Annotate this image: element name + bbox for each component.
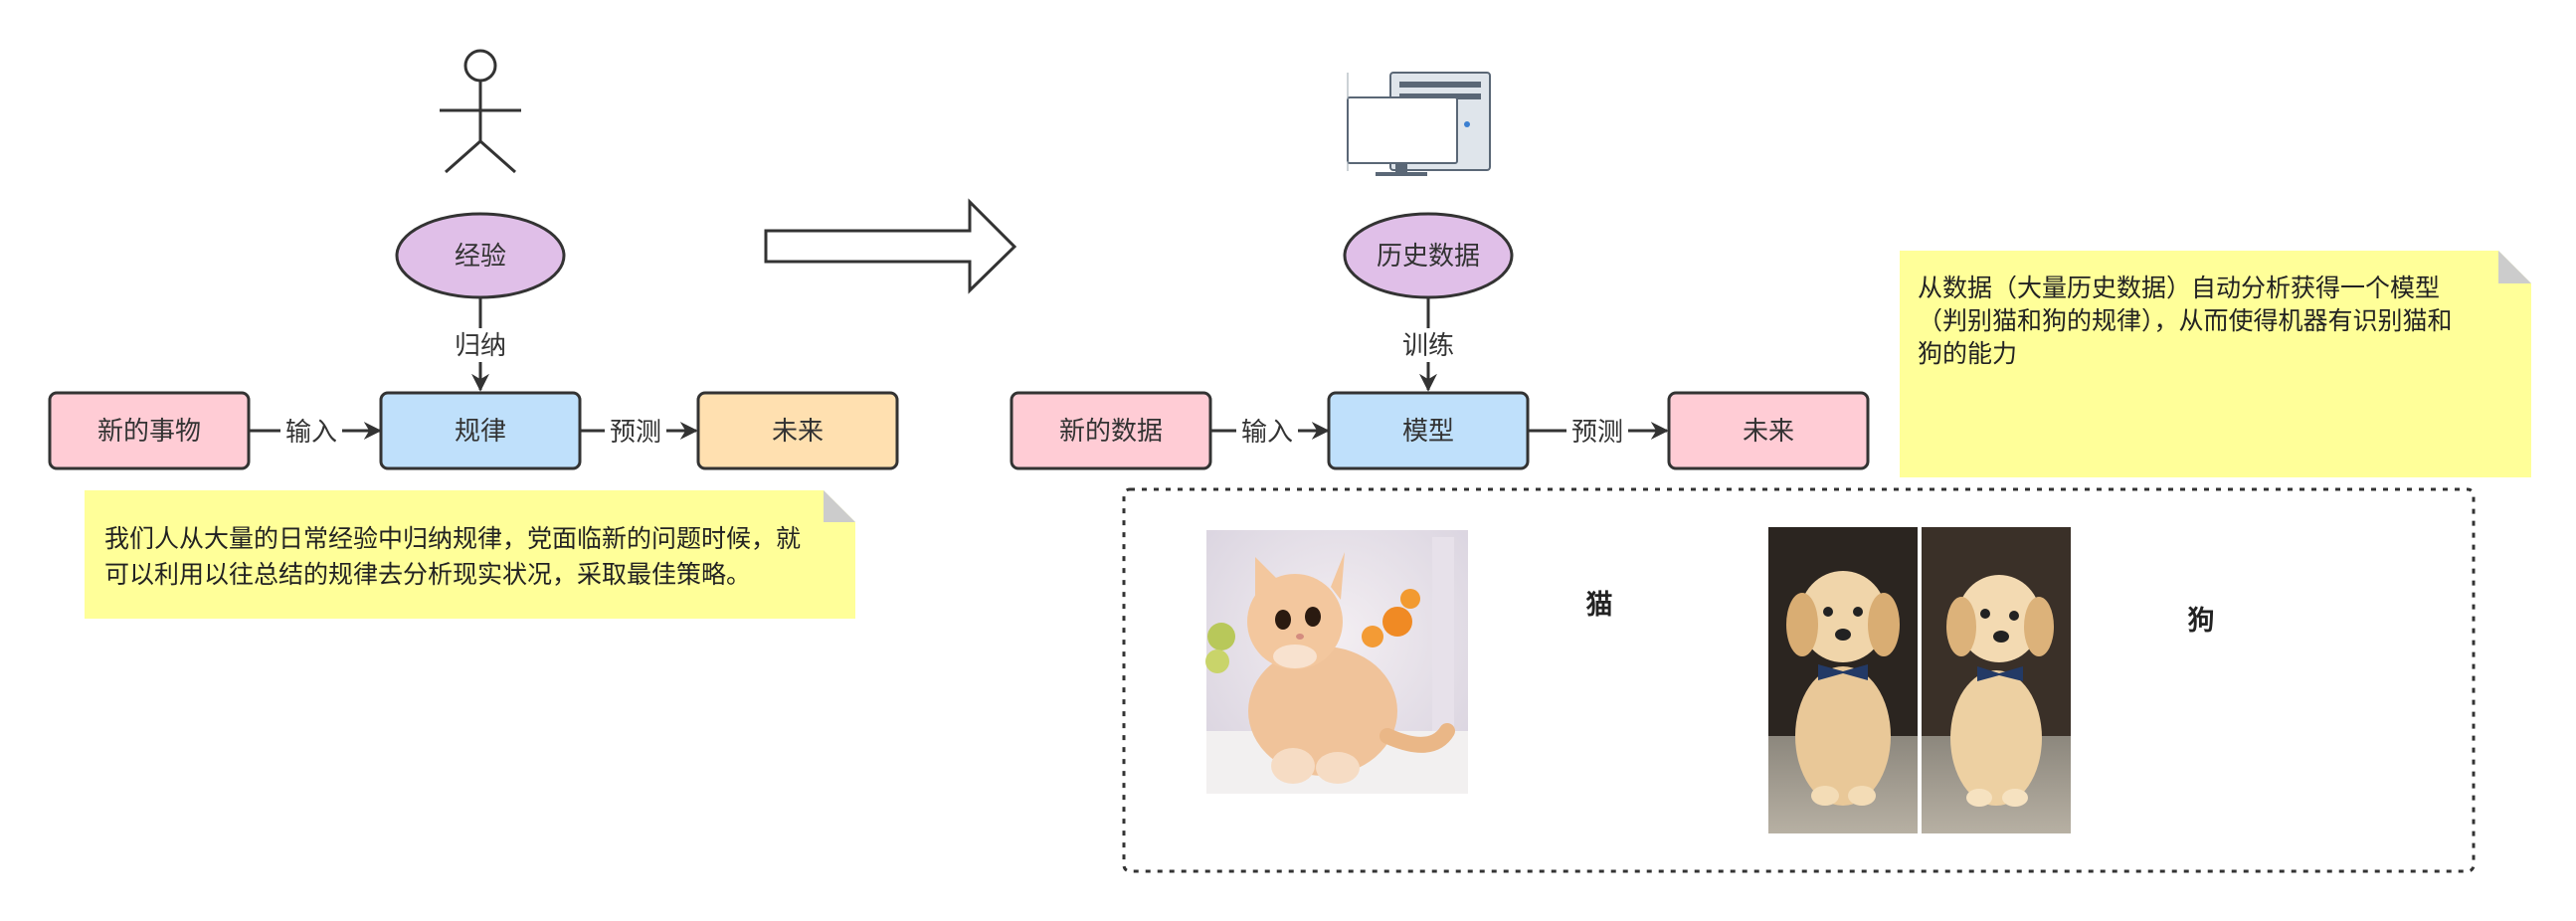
node-new-thing-label: 新的事物 — [97, 417, 201, 447]
node-rule[interactable]: 规律 — [379, 391, 582, 470]
node-new-data-label: 新的数据 — [1059, 417, 1163, 447]
svg-text:从数据（大量历史数据）自动分析获得一个模型 （判: 从数据（大量历史数据）自动分析获得一个模型 （判别猫和狗的规律），从而使得机器有… — [1918, 274, 2460, 368]
stick-figure-icon — [440, 49, 521, 174]
transition-arrow-icon — [764, 198, 1017, 294]
dog-image — [1768, 527, 2071, 833]
edge-induce: 归纳 — [448, 297, 513, 392]
node-new-thing[interactable]: 新的事物 — [48, 391, 251, 470]
edge-input-right-label: 输入 — [1241, 418, 1293, 448]
edge-predict-right-label: 预测 — [1571, 418, 1623, 448]
edge-input-right: 输入 — [1210, 414, 1330, 448]
node-new-data[interactable]: 新的数据 — [1010, 391, 1212, 470]
node-future-right[interactable]: 未来 — [1667, 391, 1870, 470]
edge-train-label: 训练 — [1402, 331, 1454, 361]
edge-input-left-label: 输入 — [285, 418, 337, 448]
edge-predict-left-label: 预测 — [610, 418, 661, 448]
svg-text:我们人从大量的日常经验中归纳规律，党面临新的问题时候，就: 我们人从大量的日常经验中归纳规律，党面临新的问题时候，就 可以利用以往总结的规律… — [104, 524, 809, 589]
node-history-data[interactable]: 历史数据 — [1343, 212, 1514, 299]
node-future-left[interactable]: 未来 — [696, 391, 899, 470]
edge-input-left: 输入 — [249, 414, 382, 448]
node-experience[interactable]: 经验 — [395, 212, 566, 299]
computer-icon — [1347, 72, 1491, 176]
cat-image — [1205, 530, 1468, 794]
node-rule-label: 规律 — [455, 417, 506, 447]
note-right-line-3: 狗的能力 — [1918, 339, 2017, 368]
note-right-line-1: 从数据（大量历史数据）自动分析获得一个模型 — [1918, 274, 2440, 302]
cat-label: 猫 — [1586, 590, 1613, 621]
note-left-line-2: 可以利用以往总结的规律去分析现实状况，采取最佳策略。 — [104, 560, 751, 589]
node-future-right-label: 未来 — [1743, 417, 1794, 447]
edge-train: 训练 — [1395, 297, 1461, 392]
node-future-left-label: 未来 — [772, 417, 824, 447]
edge-predict-left: 预测 — [580, 414, 698, 448]
edge-predict-right: 预测 — [1528, 414, 1669, 448]
edge-induce-label: 归纳 — [455, 331, 506, 361]
dog-label: 狗 — [2188, 606, 2215, 637]
note-left-line-1: 我们人从大量的日常经验中归纳规律，党面临新的问题时候，就 — [104, 524, 801, 553]
note-left: 我们人从大量的日常经验中归纳规律，党面临新的问题时候，就 可以利用以往总结的规律… — [85, 490, 855, 619]
examples-container — [1122, 487, 2476, 873]
note-right: 从数据（大量历史数据）自动分析获得一个模型 （判别猫和狗的规律），从而使得机器有… — [1900, 251, 2531, 477]
node-experience-label: 经验 — [455, 242, 506, 272]
node-history-data-label: 历史数据 — [1377, 242, 1480, 272]
node-model[interactable]: 模型 — [1327, 391, 1530, 470]
note-right-line-2: （判别猫和狗的规律），从而使得机器有识别猫和 — [1918, 306, 2453, 335]
node-model-label: 模型 — [1402, 417, 1454, 447]
